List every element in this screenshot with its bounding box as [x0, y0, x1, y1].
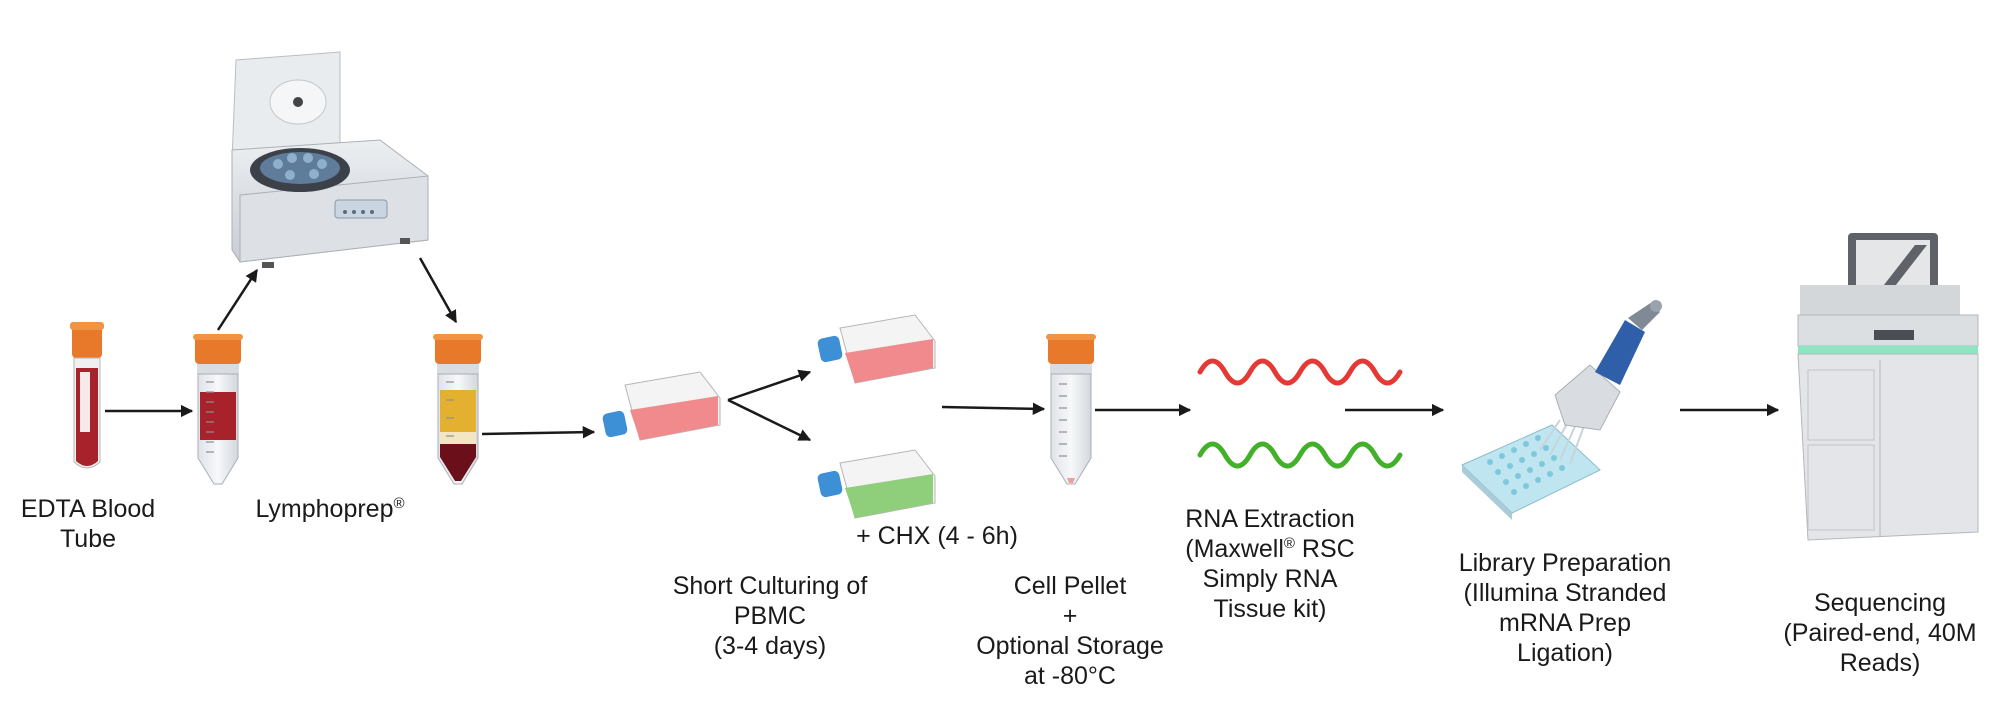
- rna-wave-red-icon: [1197, 358, 1403, 386]
- rna-wave-green-icon: [1197, 441, 1403, 469]
- centrifuge-icon: [231, 51, 429, 268]
- label-cell-pellet: Cell Pellet + Optional Storage at -80°C: [976, 572, 1164, 690]
- label-chx: + CHX (4 - 6h): [856, 522, 1018, 550]
- pipette-plate-icon: [1461, 300, 1662, 520]
- culture-flask-green-icon: [817, 449, 936, 519]
- arrow-flask-to-red: [727, 369, 812, 402]
- culture-flask-red-icon: [817, 314, 936, 384]
- culture-flask-main-icon: [602, 371, 721, 441]
- arrow-tube-to-flask: [481, 425, 596, 439]
- workflow-arrows: [105, 257, 1780, 442]
- conical-tube-blood-icon: [193, 334, 243, 485]
- conical-tube-separated-icon: [433, 334, 483, 485]
- label-sequencing: Sequencing (Paired-end, 40M Reads): [1783, 589, 1977, 677]
- arrow-centrifuge-to-tube: [418, 257, 458, 324]
- sequencer-icon: [1797, 233, 1979, 541]
- label-edta-blood-tube: EDTA Blood Tube: [20, 495, 156, 553]
- arrow-flask-to-green: [727, 398, 812, 442]
- label-rna-extraction: RNA Extraction (Maxwell® RSC Simply RNA …: [1185, 505, 1355, 623]
- edta-blood-tube-icon: [70, 322, 104, 469]
- label-short-culturing: Short Culturing of PBMC (3-4 days): [672, 572, 868, 660]
- label-lymphoprep: Lymphoprep®: [255, 495, 405, 523]
- cell-pellet-tube-icon: [1046, 334, 1096, 485]
- arrow-flasks-to-pellet: [941, 402, 1046, 416]
- arrow-tube-to-centrifuge: [216, 268, 259, 331]
- label-library-preparation: Library Preparation (Illumina Stranded m…: [1458, 549, 1672, 667]
